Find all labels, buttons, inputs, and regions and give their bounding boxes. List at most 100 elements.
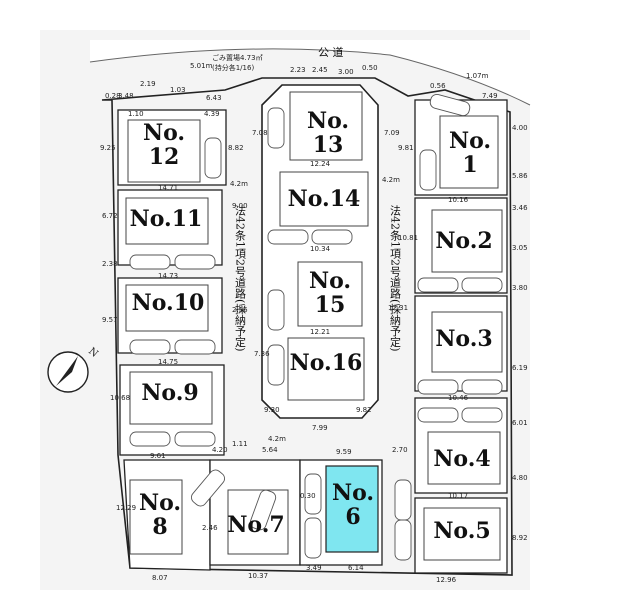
dimension-label: 0.30 bbox=[300, 492, 316, 500]
dimension-label: 12.96 bbox=[436, 576, 457, 584]
dimension-label: 7.08 bbox=[252, 129, 268, 137]
lot-label-no8: 8 bbox=[152, 514, 167, 540]
dimension-label: 7.99 bbox=[312, 424, 328, 432]
dimension-label: 2.70 bbox=[392, 446, 408, 454]
dimension-label: 0.56 bbox=[430, 82, 446, 90]
dimension-label: 1.03 bbox=[170, 86, 186, 94]
dimension-label: 1.11 bbox=[232, 440, 248, 448]
dimension-label: 9.57 bbox=[102, 316, 118, 324]
lot-label-no3: No.3 bbox=[435, 326, 492, 352]
dimension-label: 1.10 bbox=[128, 110, 144, 118]
dimension-label: 8.92 bbox=[512, 534, 528, 542]
dimension-label: 8.82 bbox=[228, 144, 244, 152]
lot-labels: No.1No.2No.3No.4No.5No.6No.7No.8No.9No.1… bbox=[130, 108, 493, 544]
dimension-label: 12.29 bbox=[116, 504, 136, 512]
dimension-label: 2.23 bbox=[290, 66, 306, 74]
dimension-label: 4.39 bbox=[204, 110, 220, 118]
dimension-label: 9.61 bbox=[150, 452, 166, 460]
dimension-label: 9.30 bbox=[264, 406, 280, 414]
lot-label-no9: No.9 bbox=[141, 380, 198, 406]
dimension-label: 4.00 bbox=[512, 124, 528, 132]
dimension-label: 10.46 bbox=[448, 394, 469, 402]
dimension-label: 5.64 bbox=[262, 446, 278, 454]
dimension-label: 12.31 bbox=[388, 304, 408, 312]
building-footprints bbox=[125, 91, 503, 561]
dimension-label: 3.80 bbox=[512, 284, 528, 292]
dimension-label: 2.45 bbox=[312, 66, 328, 74]
road-width-bottom: 4.2m bbox=[268, 435, 286, 443]
dimension-label: 1.07m bbox=[466, 72, 489, 80]
dimension-label: 3.49 bbox=[306, 564, 322, 572]
dimension-label: 14.71 bbox=[158, 184, 178, 192]
lot-label-no1: 1 bbox=[462, 152, 477, 178]
central-block bbox=[261, 84, 379, 419]
dimension-label: 0.28 bbox=[105, 92, 121, 100]
lot-label-no6: 6 bbox=[345, 504, 360, 530]
dimension-label: 2.19 bbox=[140, 80, 156, 88]
lot-label-no7: No.7 bbox=[227, 512, 284, 538]
lot-label-no5: No.5 bbox=[433, 518, 490, 544]
lot-label-no15: No. bbox=[309, 268, 351, 294]
dimension-label: 3.48 bbox=[118, 92, 134, 100]
north-arrow-icon: N bbox=[47, 346, 100, 393]
lot-label-no11: No.11 bbox=[130, 206, 203, 232]
dimension-label: 4.80 bbox=[512, 474, 528, 482]
lot-label-no14: No.14 bbox=[288, 186, 361, 212]
road-left-label: 法42条1項2号道路(採納予定) bbox=[234, 204, 247, 352]
dimension-label: 10.81 bbox=[398, 234, 418, 242]
parking-cars bbox=[129, 93, 503, 561]
dimension-label: 6.72 bbox=[102, 212, 118, 220]
dimension-label: 9.00 bbox=[232, 202, 248, 210]
public-road-area bbox=[90, 40, 530, 105]
dimension-label: 7.09 bbox=[384, 129, 400, 137]
dimension-label: 6.14 bbox=[348, 564, 364, 572]
dimension-label: 6.01 bbox=[512, 419, 528, 427]
dimension-label: 3.00 bbox=[338, 68, 354, 76]
dimension-label: 2.46 bbox=[202, 524, 218, 532]
dimension-label: 12.24 bbox=[310, 160, 331, 168]
dimension-label: 9.82 bbox=[356, 406, 372, 414]
dimension-label: 7.49 bbox=[482, 92, 498, 100]
dimension-label: 0.50 bbox=[362, 64, 378, 72]
public-road-edge bbox=[89, 48, 531, 106]
lot-label-no13: No. bbox=[307, 108, 349, 134]
garbage-note-2: (持分各1/16) bbox=[212, 63, 254, 72]
lot-label-no15: 15 bbox=[315, 292, 346, 318]
lot-label-no12: No. bbox=[143, 120, 185, 146]
dimension-label: 10.17 bbox=[448, 492, 468, 500]
dimension-label: 6.19 bbox=[512, 364, 528, 372]
lot-label-no12: 12 bbox=[149, 144, 180, 170]
dimension-label: 14.75 bbox=[158, 358, 178, 366]
dimension-label: 9.25 bbox=[100, 144, 116, 152]
dimension-label: 3.46 bbox=[512, 204, 528, 212]
dimension-label: 10.16 bbox=[448, 196, 469, 204]
dimension-label: 9.59 bbox=[336, 448, 352, 456]
lot-label-no16: No.16 bbox=[290, 350, 363, 376]
garbage-note-1: ごみ置場4.73㎡ bbox=[212, 53, 263, 62]
road-width-top-right: 4.2m bbox=[382, 176, 400, 184]
dimension-label: 10.37 bbox=[248, 572, 268, 580]
dimension-label: 10.68 bbox=[110, 394, 130, 402]
dimension-label: 6.43 bbox=[206, 94, 222, 102]
lot-label-no10: No.10 bbox=[132, 290, 205, 316]
lot-6-building[interactable] bbox=[325, 465, 379, 553]
dimension-label: 2.56 bbox=[232, 306, 248, 314]
road-width-top-left: 4.2m bbox=[230, 180, 248, 188]
lot-label-no4: No.4 bbox=[433, 446, 490, 472]
dimension-label: 5.86 bbox=[512, 172, 528, 180]
dimension-label: 12.21 bbox=[310, 328, 330, 336]
lot-label-no6: No. bbox=[332, 480, 374, 506]
dimension-label: 2.38 bbox=[102, 260, 118, 268]
lot-label-no8: No. bbox=[139, 490, 181, 516]
road-right-label: 法42条1項2号道路(採納予定) bbox=[389, 204, 402, 352]
public-road-label: 公 道 bbox=[318, 45, 344, 59]
dimension-label: 8.07 bbox=[152, 574, 168, 582]
dimension-label: 7.36 bbox=[254, 350, 270, 358]
dimension-label: 4.20 bbox=[212, 446, 228, 454]
lot-label-no2: No.2 bbox=[435, 228, 492, 254]
dimension-label: 14.73 bbox=[158, 272, 178, 280]
lot-label-no1: No. bbox=[449, 128, 491, 154]
